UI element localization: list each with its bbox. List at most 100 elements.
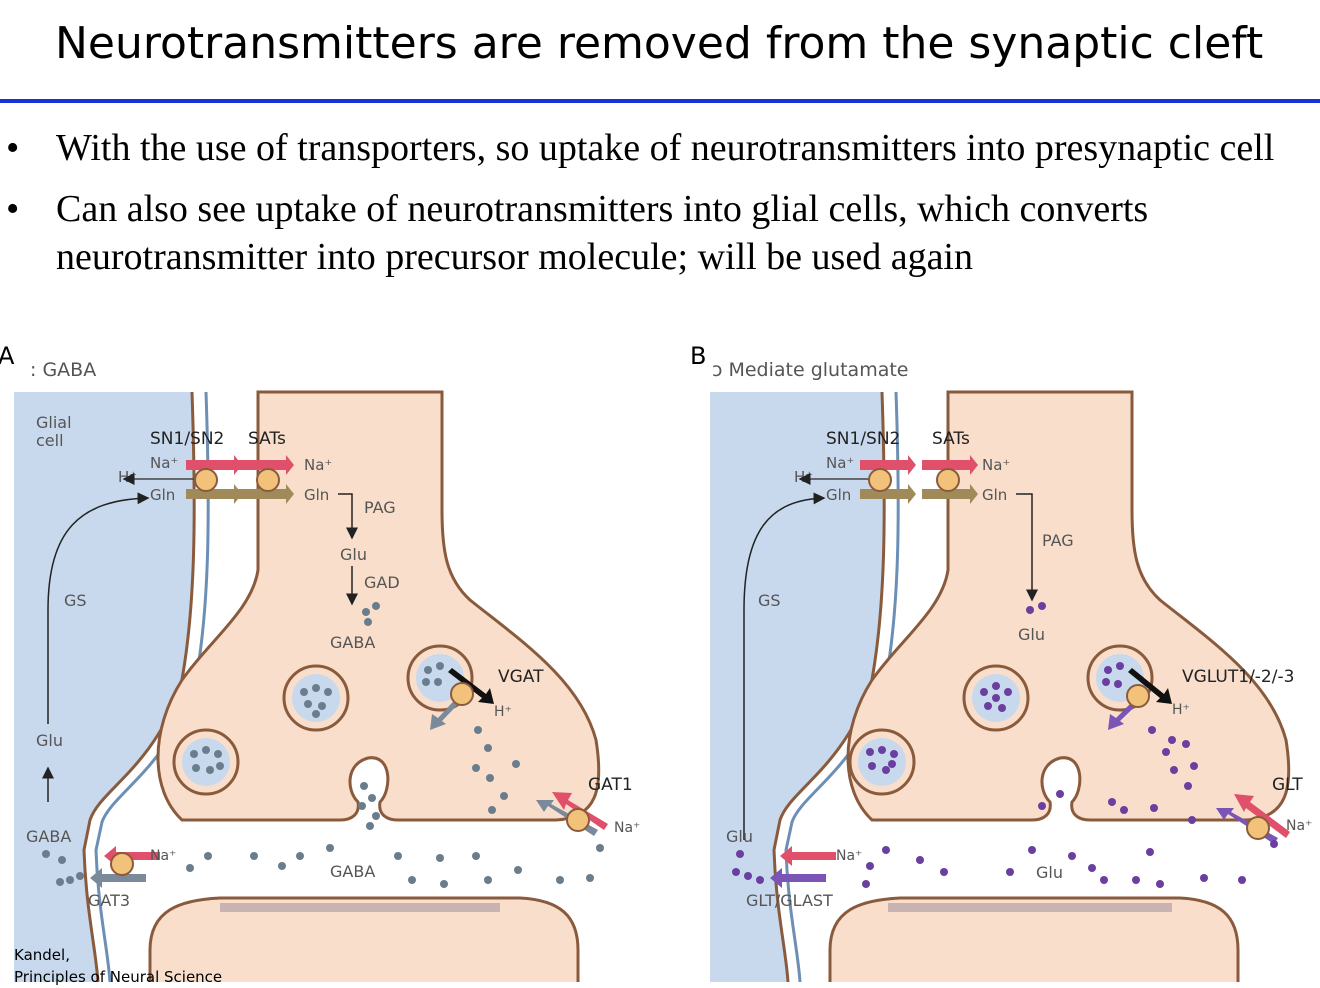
sats-label: SATs <box>932 429 970 449</box>
citation-line: Principles of Neural Science <box>14 968 223 986</box>
gat3-transporter <box>110 852 134 876</box>
diagram-panel-a: : GABA Glial cell SN1/SN2 SATs Na⁺ Na⁺ H… <box>14 359 660 982</box>
title-underline <box>0 99 1320 103</box>
h-label: H⁺ <box>1172 702 1190 718</box>
gln-arrow <box>238 484 294 504</box>
gaba-uptake-arrow <box>90 868 146 888</box>
vgat-label: VGAT <box>498 667 544 687</box>
sn1-sn2-label: SN1/SN2 <box>150 429 224 449</box>
pag-arrow <box>1016 493 1038 602</box>
synaptic-vesicle <box>172 728 240 796</box>
gs-label: GS <box>64 591 87 610</box>
sat-transporter <box>936 468 960 492</box>
na-label: Na⁺ <box>982 456 1010 474</box>
gaba-label: GABA <box>330 862 375 881</box>
glt-glast-label: GLT/GLAST <box>746 891 833 910</box>
na-label: Na⁺ <box>150 848 176 864</box>
gaba-molecules <box>362 602 380 626</box>
gat1-transporter <box>566 808 590 832</box>
glu-label: Glu <box>1036 863 1063 882</box>
gaba-molecules <box>472 726 520 814</box>
glial-membrane <box>772 391 886 982</box>
glu-label: Glu <box>36 731 63 750</box>
postsynaptic-receptors <box>888 903 1172 912</box>
na-label: Na⁺ <box>1286 818 1312 834</box>
glial-membrane <box>82 391 196 982</box>
na-arrow <box>238 455 294 475</box>
gln-label: Gln <box>304 486 329 504</box>
panel-a-heading: : GABA <box>30 359 96 381</box>
glt-label: GLT <box>1272 775 1303 795</box>
gat3-label: GAT3 <box>88 891 130 910</box>
sn1-sn2-label: SN1/SN2 <box>826 429 900 449</box>
na-label: Na⁺ <box>836 848 862 864</box>
h-label: H⁺ <box>794 468 813 486</box>
bullet-marker: • <box>6 188 20 230</box>
na-label: Na⁺ <box>826 454 854 472</box>
panel-a-letter: A <box>0 342 15 370</box>
glial-cell <box>14 392 195 982</box>
glutamate-molecules <box>732 790 1278 888</box>
gs-arrow <box>47 492 150 724</box>
glial-label: Glial <box>36 413 72 432</box>
gln-label: Gln <box>826 486 851 504</box>
gs-label: GS <box>758 591 781 610</box>
bullet-list: • With the use of transporters, so uptak… <box>0 124 1320 294</box>
citation-line: Kandel, <box>14 946 70 964</box>
bullet-item: • With the use of transporters, so uptak… <box>0 124 1320 172</box>
postsynaptic-cell <box>828 896 1240 982</box>
bullet-item: • Can also see uptake of neurotransmitte… <box>0 185 1320 281</box>
panel-b-letter: B <box>690 342 707 370</box>
na-label: Na⁺ <box>150 454 178 472</box>
sats-label: SATs <box>248 429 286 449</box>
bullet-text: Can also see uptake of neurotransmitters… <box>56 188 1149 278</box>
h-out-arrow <box>1128 668 1172 704</box>
vglut-label: VGLUT1/-2/-3 <box>1182 667 1294 687</box>
sat-transporter <box>256 468 280 492</box>
panel-b-heading: ↄ Mediate glutamate <box>712 359 909 381</box>
bullet-marker: • <box>6 127 20 169</box>
gad-label: GAD <box>364 573 400 592</box>
gs-arrow <box>743 492 826 840</box>
glt-transporter <box>1246 816 1270 840</box>
glutamate-molecules <box>1108 726 1198 824</box>
synaptic-vesicle <box>282 664 350 732</box>
bullet-text: With the use of transporters, so uptake … <box>56 127 1275 169</box>
na-arrow <box>1234 794 1290 838</box>
na-label: Na⁺ <box>614 820 640 836</box>
glu-uptake-arrow <box>770 868 826 888</box>
postsynaptic-cell <box>148 896 580 982</box>
gaba-label: GABA <box>330 633 375 652</box>
na-arrow <box>104 846 160 866</box>
vgat-transporter <box>450 682 474 706</box>
pag-label: PAG <box>364 498 396 517</box>
glial-cell <box>710 392 885 982</box>
gaba-molecules <box>358 782 380 830</box>
glu-label: Glu <box>1018 625 1045 644</box>
diagram-panel-b: ↄ Mediate glutamate SN1/SN2 SATs Na⁺ Na⁺… <box>710 359 1316 982</box>
gln-label: Gln <box>150 486 175 504</box>
na-arrow <box>780 846 836 866</box>
glutamate-molecules <box>1026 602 1046 614</box>
gaba-label: GABA <box>26 827 71 846</box>
gat1-label: GAT1 <box>588 775 633 795</box>
sn-transporter <box>868 468 892 492</box>
citation: Kandel, Principles of Neural Science <box>14 944 222 988</box>
glu-label: Glu <box>340 545 367 564</box>
h-out-arrow <box>448 668 494 704</box>
h-label: H⁺ <box>494 704 512 720</box>
na-label: Na⁺ <box>304 456 332 474</box>
pag-arrow <box>338 493 358 540</box>
na-arrow <box>922 455 978 475</box>
postsynaptic-receptors <box>220 903 500 912</box>
synaptic-vesicle <box>962 664 1030 732</box>
pag-label: PAG <box>1042 531 1074 550</box>
glu-label: Glu <box>726 827 753 846</box>
gln-label: Gln <box>982 486 1007 504</box>
cell-label: cell <box>36 431 64 450</box>
vglut-transporter <box>1126 684 1150 708</box>
slide-title: Neurotransmitters are removed from the s… <box>55 18 1264 69</box>
h-label: H⁺ <box>118 468 137 486</box>
synaptic-vesicle <box>848 728 916 796</box>
gln-arrow <box>922 484 978 504</box>
